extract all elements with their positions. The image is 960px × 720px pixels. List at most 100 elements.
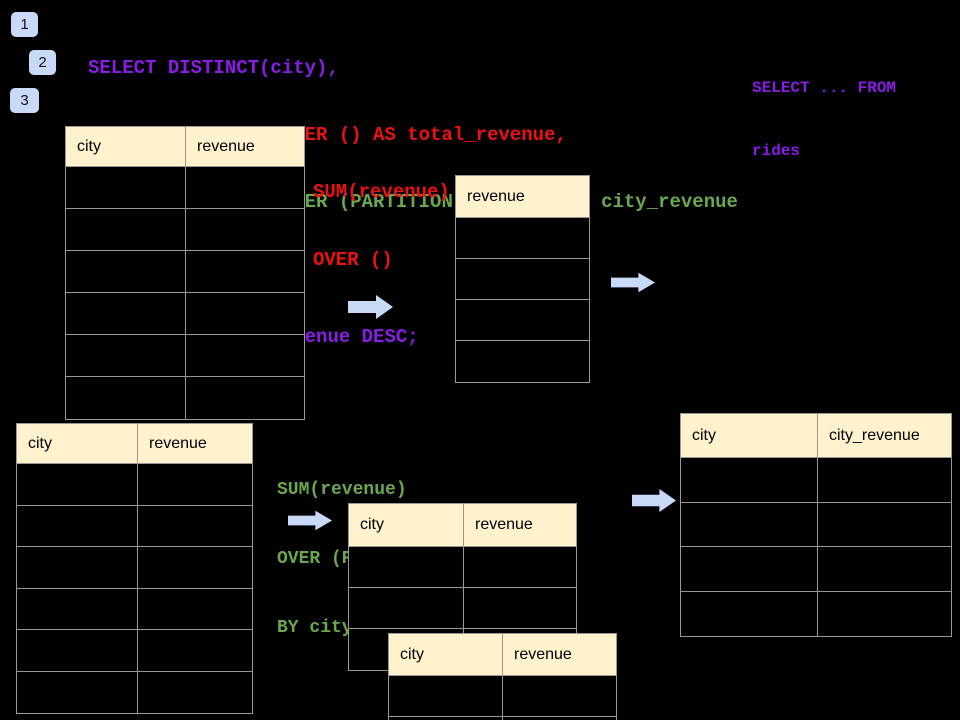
table-row <box>17 671 252 714</box>
table-cell-empty <box>17 671 138 713</box>
table-row <box>456 218 589 259</box>
table-cell-empty <box>138 464 252 505</box>
table-cell-empty <box>186 251 304 292</box>
table-cell-empty <box>389 717 503 720</box>
note-line: rides <box>752 142 801 160</box>
table-cell-empty <box>186 335 304 376</box>
table-cell-empty <box>17 630 138 671</box>
table-cell-empty <box>17 464 138 505</box>
table-header-row: city revenue <box>66 127 304 167</box>
table-cell-empty <box>66 335 186 376</box>
table-cell-empty <box>66 293 186 334</box>
column-header-city: city <box>349 504 464 546</box>
note-line: SUM(revenue) <box>313 181 450 203</box>
step-badge-1: 1 <box>11 12 38 37</box>
table-cell-empty <box>186 167 304 208</box>
table-cell-empty <box>186 377 304 419</box>
table-cell-empty <box>464 588 576 628</box>
column-header-revenue: revenue <box>503 634 616 675</box>
note-line: SUM(revenue) <box>277 480 407 500</box>
table-cell-empty <box>138 506 252 547</box>
total-revenue-result-table: revenue <box>455 175 590 383</box>
column-header-city: city <box>681 414 818 457</box>
table-cell-empty <box>818 458 951 502</box>
table-cell-empty <box>681 591 818 636</box>
table-body <box>17 464 252 713</box>
table-body <box>66 167 304 419</box>
city-revenue-result-table: city city_revenue <box>680 413 952 637</box>
table-cell-empty <box>138 630 252 671</box>
table-cell-empty <box>681 458 818 502</box>
note-line: OVER () <box>313 248 393 271</box>
table-cell-empty <box>503 676 616 716</box>
table-cell-empty <box>138 672 252 714</box>
table-row <box>681 502 951 547</box>
table-cell-empty <box>456 341 589 382</box>
table-row <box>17 547 252 589</box>
table-row <box>17 505 252 547</box>
table-cell-empty <box>464 547 576 587</box>
column-header-city-revenue: city_revenue <box>818 414 951 457</box>
table-row <box>456 259 589 300</box>
partitioned-table-2: city revenue <box>388 633 617 720</box>
flow-arrow-source-to-total-icon <box>348 294 394 320</box>
table-cell-empty <box>681 502 818 546</box>
table-cell-empty <box>138 589 252 630</box>
table-header-row: city revenue <box>389 634 616 676</box>
sum-over-total-annotation: SUM(revenue) OVER () <box>313 136 450 316</box>
note-line: SELECT ... FROM <box>752 79 897 97</box>
table-cell-empty <box>456 259 589 299</box>
table-row <box>681 547 951 592</box>
table-cell-empty <box>818 547 951 591</box>
flow-arrow-total-result-icon <box>611 272 656 293</box>
table-cell-empty <box>681 547 818 591</box>
step-badge-2: 2 <box>29 50 56 75</box>
table-cell-empty <box>17 505 138 546</box>
sql-line-select: SELECT DISTINCT(city), <box>88 56 339 79</box>
table-row <box>681 458 951 503</box>
table-row <box>66 293 304 335</box>
table-row <box>349 547 576 588</box>
table-row <box>389 717 616 720</box>
table-header-row: city revenue <box>17 424 252 464</box>
table-cell-empty <box>389 676 503 716</box>
table-cell-empty <box>66 377 186 419</box>
table-cell-empty <box>456 300 589 340</box>
table-row <box>17 464 252 506</box>
step-badge-3: 3 <box>10 88 39 113</box>
table-header-row: city revenue <box>349 504 576 547</box>
column-header-revenue: revenue <box>186 127 304 166</box>
table-row <box>66 167 304 209</box>
table-cell-empty <box>17 588 138 629</box>
column-header-revenue: revenue <box>456 176 589 217</box>
table-row <box>349 588 576 629</box>
column-header-revenue: revenue <box>138 424 252 463</box>
table-cell-empty <box>17 547 138 588</box>
table-row <box>66 377 304 419</box>
table-row <box>456 341 589 382</box>
table-row <box>681 591 951 637</box>
table-row <box>389 676 616 717</box>
flow-arrow-partition-to-result-icon <box>632 488 677 513</box>
table-cell-empty <box>349 547 464 587</box>
table-cell-empty <box>818 592 951 637</box>
column-header-city: city <box>66 127 186 166</box>
table-header-row: revenue <box>456 176 589 218</box>
source-table-bottom: city revenue <box>16 423 253 714</box>
table-body <box>389 676 616 720</box>
table-cell-empty <box>349 588 464 628</box>
table-row <box>66 251 304 293</box>
table-row <box>66 335 304 377</box>
table-cell-empty <box>186 293 304 334</box>
flow-arrow-source-to-partition-icon <box>288 510 333 531</box>
table-cell-empty <box>818 503 951 547</box>
table-cell-empty <box>186 209 304 250</box>
column-header-city: city <box>17 424 138 463</box>
table-body <box>456 218 589 382</box>
table-cell-empty <box>66 209 186 250</box>
table-header-row: city city_revenue <box>681 414 951 458</box>
table-row <box>456 300 589 341</box>
table-cell-empty <box>66 167 186 208</box>
table-row <box>17 630 252 672</box>
